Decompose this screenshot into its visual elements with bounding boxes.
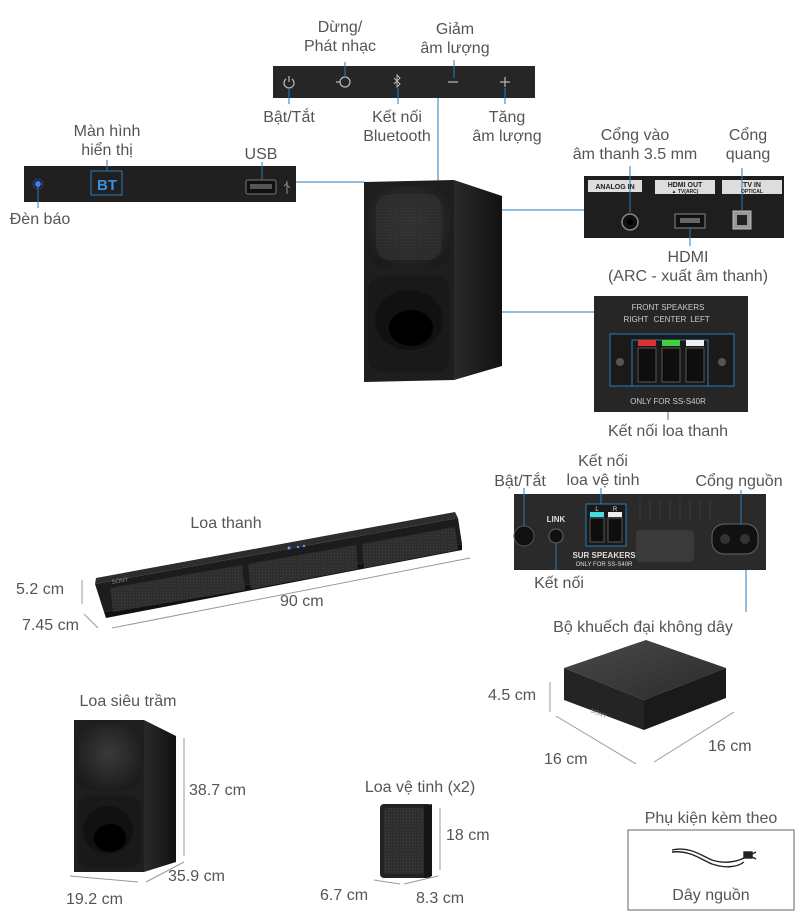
- usb-label: USB: [244, 146, 278, 163]
- subwoofer-height: 38.7 cm: [189, 782, 246, 799]
- sur-only-print: ONLY FOR SS-S40R: [576, 562, 633, 568]
- hdmi-out-print: HDMI OUT: [668, 182, 703, 189]
- pause-play-label: Dừng/ Phát nhạc: [303, 19, 377, 55]
- volume-up-label: Tăng âm lượng: [472, 109, 542, 145]
- amplifier-title: Bộ khuếch đại không dây: [553, 619, 733, 636]
- amp-power-button: [513, 525, 535, 547]
- hdmi-arc-print: ▲ TV(ARC): [672, 189, 699, 195]
- display-text: BT: [97, 177, 117, 194]
- top-panel-leaders: [288, 60, 506, 188]
- accessory-title: Phụ kiện kèm theo: [644, 810, 778, 827]
- hdmi-label: HDMI (ARC - xuất âm thanh): [607, 249, 769, 285]
- analog-in-port: [621, 213, 639, 231]
- right-print: RIGHT: [624, 315, 649, 324]
- indicator-label: Đèn báo: [9, 211, 71, 228]
- bluetooth-icon: [393, 73, 401, 89]
- analog-in-label: Cổng vào âm thanh 3.5 mm: [572, 127, 698, 163]
- subwoofer-dimensions: [69, 738, 185, 883]
- top-control-panel: [273, 66, 535, 98]
- soundbar-depth: 7.45 cm: [22, 617, 79, 634]
- tv-in-print: TV IN: [743, 182, 761, 189]
- power-label: Bật/Tắt: [263, 109, 315, 126]
- accessory-box: [627, 829, 795, 911]
- sur-speakers-print: SUR SPEAKERS: [572, 551, 636, 560]
- satellite-height: 18 cm: [446, 827, 490, 844]
- hdmi-port: [674, 213, 706, 229]
- soundbar-width: 90 cm: [280, 593, 324, 610]
- amplifier-brand-print: SONY: [589, 708, 607, 720]
- left-print: LEFT: [690, 315, 710, 324]
- surround-speaker-terminal: [585, 503, 627, 547]
- bluetooth-label: Kết nối Bluetooth: [363, 109, 431, 145]
- amplifier-dimensions: [549, 682, 735, 765]
- soundbar-title: Loa thanh: [190, 515, 262, 532]
- subwoofer-width: 19.2 cm: [66, 891, 123, 908]
- rear-panel-prints: ANALOG IN HDMI OUT ▲ TV(ARC) TV IN OPTIC…: [595, 182, 763, 195]
- display-label: Màn hình hiển thị: [73, 123, 141, 159]
- power-cord-icon: [671, 848, 757, 868]
- link-print: LINK: [547, 515, 566, 524]
- front-speakers-caption: Kết nối loa thanh: [607, 423, 729, 440]
- rear-ports-panel: [584, 176, 784, 238]
- center-print: CENTER: [654, 315, 687, 324]
- soundbar-height: 5.2 cm: [16, 581, 65, 598]
- satellite-dimensions: [373, 808, 441, 885]
- power-port-label: Cổng nguồn: [695, 473, 783, 490]
- volume-up-icon: [500, 77, 510, 87]
- front-speakers-prints: FRONT SPEAKERS RIGHT CENTER LEFT ONLY FO…: [624, 303, 710, 406]
- power-inlet: [711, 523, 759, 555]
- front-display-panel: [24, 166, 296, 202]
- front-speakers-title-print: FRONT SPEAKERS: [632, 303, 705, 312]
- amplifier-image: [564, 640, 726, 730]
- subwoofer-depth: 35.9 cm: [168, 868, 225, 885]
- satellite-link-label: Kết nối loa vệ tinh: [566, 453, 640, 489]
- brand-prints: SONY SONY: [111, 577, 607, 720]
- amp-back-prints: LINK L R SUR SPEAKERS ONLY FOR SS-S40R: [547, 507, 637, 568]
- satellite-title: Loa vệ tinh (x2): [364, 779, 476, 796]
- l-print: L: [595, 507, 599, 513]
- link-label: Kết nối: [534, 575, 584, 592]
- subwoofer-title: Loa siêu trầm: [79, 693, 177, 710]
- satellite-speaker-image: [380, 804, 432, 878]
- amp-power-label: Bật/Tắt: [494, 473, 546, 490]
- subwoofer-main-image: [364, 180, 502, 382]
- satellite-depth: 8.3 cm: [416, 890, 465, 907]
- only-for-print: ONLY FOR SS-S40R: [630, 397, 706, 406]
- usb-port: [245, 179, 277, 195]
- optical-print: OPTICAL: [741, 189, 763, 195]
- amplifier-height: 4.5 cm: [488, 687, 537, 704]
- analog-in-print: ANALOG IN: [595, 184, 634, 191]
- volume-down-label: Giảm âm lượng: [420, 21, 490, 57]
- soundbar-brand-print: SONY: [111, 577, 129, 586]
- accessory-item: Dây nguồn: [672, 887, 750, 904]
- r-print: R: [613, 507, 618, 513]
- soundbar-dimensions: [81, 557, 471, 629]
- soundbar-image: [95, 512, 462, 618]
- usb-icon: [283, 181, 291, 194]
- subwoofer-image: [74, 720, 176, 872]
- amplifier-width: 16 cm: [544, 751, 588, 768]
- amplifier-back-panel: [513, 494, 766, 570]
- optical-port: [732, 210, 752, 230]
- amplifier-depth: 16 cm: [708, 738, 752, 755]
- satellite-width: 6.7 cm: [320, 887, 369, 904]
- front-speakers-terminal: [594, 296, 748, 412]
- optical-label: Cổng quang: [725, 127, 771, 163]
- link-button: [548, 528, 564, 544]
